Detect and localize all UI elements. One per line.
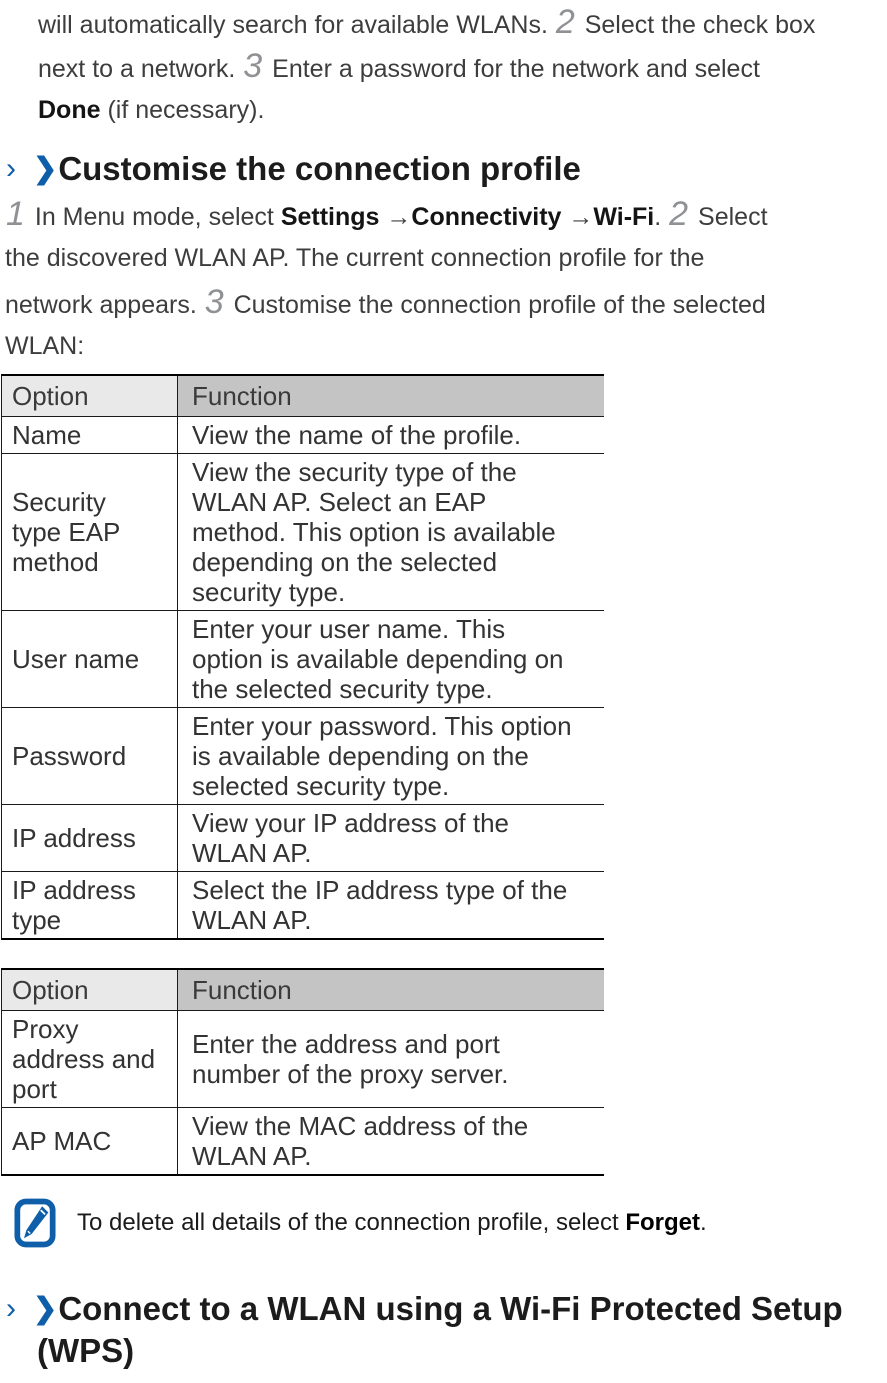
bold-text-settings: Settings bbox=[280, 203, 380, 231]
paragraph-customise-steps: 1 In Menu mode, select Settings →Connect… bbox=[5, 192, 887, 368]
table-row-option-security: Security type EAP method bbox=[2, 453, 178, 610]
paragraph-wlan-steps: will automatically search for available … bbox=[38, 0, 887, 132]
paragraph-line: 1 In Menu mode, select Settings →Connect… bbox=[5, 192, 887, 236]
cell-text: IP address bbox=[12, 823, 136, 853]
table-row-function: Enter the address and port number of the… bbox=[178, 1010, 604, 1107]
note-block: To delete all details of the connection … bbox=[14, 1198, 887, 1248]
cell-text: Name bbox=[12, 420, 82, 450]
arrow-text: → bbox=[561, 203, 594, 231]
cell-text: IP address type bbox=[12, 875, 136, 935]
header-text: Function bbox=[192, 975, 292, 1005]
cell-text: View the security type of the WLAN AP. S… bbox=[192, 457, 556, 607]
body-text: . bbox=[654, 203, 669, 231]
step-number: 2 bbox=[669, 195, 689, 233]
table-header-function: Function bbox=[178, 970, 604, 1010]
paragraph-line: will automatically search for available … bbox=[38, 0, 887, 44]
body-text: next to a network. bbox=[38, 55, 243, 83]
paragraph-line: WLAN: bbox=[5, 324, 887, 368]
table-row-function: Enter your password. This option is avai… bbox=[178, 707, 604, 804]
body-text: . bbox=[700, 1209, 707, 1236]
body-text: the discovered WLAN AP. The current conn… bbox=[5, 244, 705, 272]
body-text: will automatically search for available … bbox=[38, 11, 555, 39]
section-heading-text: Connect to a WLAN using a Wi-Fi Protecte… bbox=[58, 1290, 843, 1327]
section-heading-customise-profile: › ❯ Customise the connection profile bbox=[6, 148, 887, 190]
table-header-function: Function bbox=[178, 376, 604, 416]
arrow-solid-icon: ❯ bbox=[33, 1293, 58, 1325]
table-row-function: Select the IP address type of the WLAN A… bbox=[178, 871, 604, 938]
paragraph-line: network appears. 3 Customise the connect… bbox=[5, 280, 887, 324]
step-number: 3 bbox=[243, 47, 263, 85]
step-number: 3 bbox=[204, 283, 224, 321]
body-text: Select bbox=[691, 203, 768, 231]
cell-text: Security type EAP method bbox=[12, 487, 121, 577]
arrow-solid-icon: ❯ bbox=[33, 153, 58, 185]
table-row-option-password: Password bbox=[2, 707, 178, 804]
table-row-function: View the security type of the WLAN AP. S… bbox=[178, 453, 604, 610]
table-row-option-username: User name bbox=[2, 610, 178, 707]
table-row-function: View your IP address of the WLAN AP. bbox=[178, 804, 604, 871]
cell-text: Enter your password. This option is avai… bbox=[192, 711, 572, 801]
header-text: Option bbox=[12, 975, 89, 1005]
table-row-option-ip-address: IP address bbox=[2, 804, 178, 871]
bold-text-forget: Forget bbox=[625, 1209, 701, 1236]
paragraph-line: the discovered WLAN AP. The current conn… bbox=[5, 236, 887, 280]
options-table-2: Option Function Proxy address and port E… bbox=[1, 968, 604, 1176]
options-table-1: Option Function Name View the name of th… bbox=[1, 374, 604, 940]
table-header-option: Option bbox=[2, 970, 178, 1010]
cell-text: View the MAC address of the WLAN AP. bbox=[192, 1111, 529, 1171]
table-row-option-name: Name bbox=[2, 416, 178, 453]
table-row-option-proxy: Proxy address and port bbox=[2, 1010, 178, 1107]
chevron-right-icon: › bbox=[6, 152, 16, 185]
section-heading-text: Customise the connection profile bbox=[58, 150, 581, 187]
header-text: Function bbox=[192, 381, 292, 411]
table-row-option-ip-address-type: IP address type bbox=[2, 871, 178, 938]
paragraph-line: Done (if necessary). bbox=[38, 88, 887, 132]
body-text: Customise the connection profile of the … bbox=[226, 291, 766, 319]
body-text: Select the check box bbox=[577, 11, 816, 39]
note-text: To delete all details of the connection … bbox=[77, 1209, 707, 1237]
table-header-option: Option bbox=[2, 376, 178, 416]
cell-text: Enter your user name. This option is ava… bbox=[192, 614, 564, 704]
note-pencil-icon bbox=[14, 1198, 56, 1248]
cell-text: User name bbox=[12, 644, 140, 674]
cell-text: Select the IP address type of the WLAN A… bbox=[192, 875, 568, 935]
body-text: network appears. bbox=[5, 291, 204, 319]
cell-text: View the name of the profile. bbox=[192, 420, 522, 450]
bold-text-wifi: Wi-Fi bbox=[593, 203, 655, 231]
cell-text: Proxy address and port bbox=[12, 1014, 156, 1104]
header-text: Option bbox=[12, 381, 89, 411]
section-heading-wps-line2: (WPS) bbox=[37, 1332, 135, 1369]
step-number: 2 bbox=[555, 3, 575, 41]
table-row-function: View the name of the profile. bbox=[178, 416, 604, 453]
step-number: 1 bbox=[6, 195, 25, 233]
table-row-function: Enter your user name. This option is ava… bbox=[178, 610, 604, 707]
cell-text: AP MAC bbox=[12, 1126, 112, 1156]
paragraph-line: next to a network. 3 Enter a password fo… bbox=[38, 44, 887, 88]
body-text: In Menu mode, select bbox=[27, 203, 281, 231]
bold-text-done: Done bbox=[38, 96, 101, 124]
bold-text-connectivity: Connectivity bbox=[411, 203, 562, 231]
body-text: Enter a password for the network and sel… bbox=[265, 55, 760, 83]
cell-text: View your IP address of the WLAN AP. bbox=[192, 808, 510, 868]
section-heading-wps: › ❯ Connect to a WLAN using a Wi-Fi Prot… bbox=[6, 1288, 887, 1330]
body-text: WLAN: bbox=[5, 332, 85, 360]
chevron-right-icon: › bbox=[6, 1292, 16, 1325]
body-text: To delete all details of the connection … bbox=[77, 1209, 626, 1236]
body-text: (if necessary). bbox=[100, 96, 265, 124]
table-row-function: View the MAC address of the WLAN AP. bbox=[178, 1107, 604, 1174]
arrow-text: → bbox=[379, 203, 412, 231]
cell-text: Password bbox=[12, 741, 127, 771]
table-row-option-ap-mac: AP MAC bbox=[2, 1107, 178, 1174]
cell-text: Enter the address and port number of the… bbox=[192, 1029, 509, 1089]
